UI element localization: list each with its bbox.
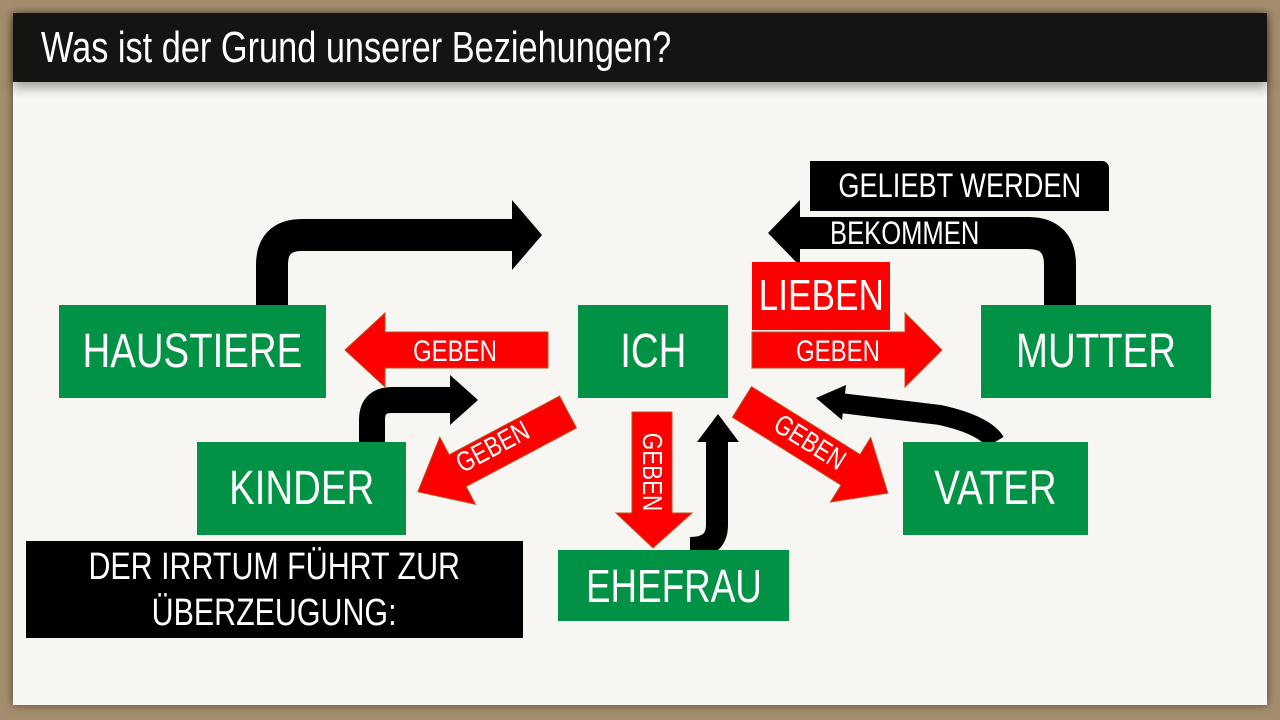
node-ich: ICH xyxy=(578,305,728,398)
node-kinder: KINDER xyxy=(197,442,406,535)
note-line-2: ÜBERZEUGUNG: xyxy=(152,591,397,634)
arrow-geben-haustiere: GEBEN xyxy=(344,311,549,389)
geben-label: GEBEN xyxy=(636,433,667,511)
geben-label: GEBEN xyxy=(413,333,497,367)
arrow-kinder-hook xyxy=(359,375,478,442)
arrow-mutter-to-ich xyxy=(768,200,1076,305)
arrow-haustiere-to-ich xyxy=(256,200,542,305)
slide-title: Was ist der Grund unserer Beziehungen? xyxy=(41,23,672,72)
lieben-label: LIEBEN xyxy=(752,262,890,330)
geben-label: GEBEN xyxy=(768,409,851,477)
arrow-geben-kinder xyxy=(417,395,578,505)
geliebt-werden-label: GELIEBT WERDEN xyxy=(810,161,1109,211)
node-vater: VATER xyxy=(903,442,1088,535)
node-ehefrau: EHEFRAU xyxy=(558,550,789,621)
node-haustiere: HAUSTIERE xyxy=(59,305,326,398)
title-bar: Was ist der Grund unserer Beziehungen? xyxy=(13,13,1267,82)
geben-label: GEBEN xyxy=(796,333,880,367)
irrtum-note: DER IRRTUM FÜHRT ZUR ÜBERZEUGUNG: xyxy=(26,541,523,638)
arrow-geben-vater xyxy=(731,386,889,503)
arrow-geben-mutter: GEBEN xyxy=(751,311,943,389)
arrow-ehefrau-to-ich xyxy=(689,414,739,559)
arrow-geben-ehefrau xyxy=(614,411,694,549)
note-line-1: DER IRRTUM FÜHRT ZUR xyxy=(88,545,461,588)
node-mutter: MUTTER xyxy=(981,305,1211,398)
bekommen-label: BEKOMMEN xyxy=(830,216,979,251)
arrow-vater-to-ich xyxy=(816,385,1004,448)
